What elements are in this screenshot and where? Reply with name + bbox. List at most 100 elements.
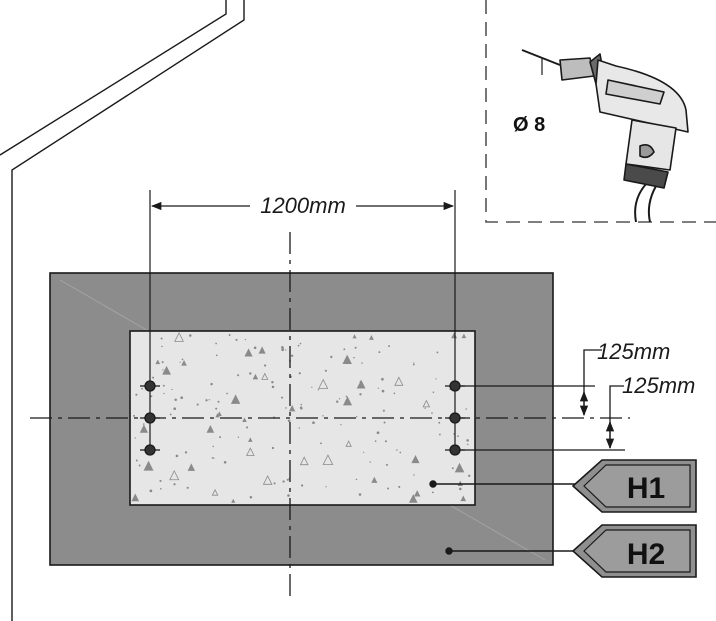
speckle-dot xyxy=(181,358,184,361)
speckle-dot xyxy=(290,354,294,358)
speckle-dot xyxy=(393,392,396,395)
speckle-triangle xyxy=(139,424,149,433)
speckle-dot xyxy=(438,421,441,424)
speckle-dot xyxy=(135,459,138,462)
speckle-dot xyxy=(286,478,289,481)
speckle-triangle xyxy=(288,405,296,412)
speckle-dot xyxy=(212,445,214,448)
speckle-dot xyxy=(338,398,341,400)
speckle-dot xyxy=(324,369,327,372)
speckle-dot xyxy=(335,400,339,403)
speckle-dot xyxy=(162,369,164,371)
speckle-triangle xyxy=(131,493,140,502)
drill-hole xyxy=(140,444,160,456)
speckle-dot xyxy=(388,345,391,348)
speckle-dot xyxy=(152,376,155,379)
speckle-triangle xyxy=(252,373,259,380)
speckle-dot xyxy=(135,393,138,396)
speckle-dot xyxy=(436,351,439,354)
drill-holes xyxy=(140,380,465,456)
speckle-dot xyxy=(162,384,165,387)
speckle-dot xyxy=(298,372,301,375)
speckle-dot xyxy=(435,378,437,380)
speckle-dot xyxy=(246,426,249,429)
speckle-dot xyxy=(159,479,162,482)
speckle-dot xyxy=(300,484,304,487)
speckle-triangle xyxy=(143,460,154,471)
speckle-dot xyxy=(175,454,179,458)
speckle-dot xyxy=(353,356,355,359)
drill-hole xyxy=(140,412,160,424)
speckle-dot xyxy=(271,446,275,450)
speckle-dot xyxy=(205,399,208,402)
speckle-dot xyxy=(142,423,145,425)
speckle-dot xyxy=(133,414,135,417)
speckle-triangle xyxy=(394,376,404,386)
speckle-dot xyxy=(215,342,217,345)
speckle-dot xyxy=(311,386,313,388)
speckle-dot xyxy=(253,346,257,350)
speckle-dot xyxy=(249,372,252,375)
speckle-dot xyxy=(413,362,415,364)
speckle-dot xyxy=(465,408,467,410)
speckle-dot xyxy=(466,439,469,442)
speckle-dot xyxy=(312,421,315,425)
speckle-triangle xyxy=(454,462,465,473)
speckle-dot xyxy=(161,361,164,364)
speckle-dot xyxy=(281,396,284,399)
speckle-dot xyxy=(171,388,173,391)
speckle-dot xyxy=(412,363,415,366)
drill-hole xyxy=(140,380,160,392)
speckle-dot xyxy=(228,334,231,336)
wall-outline xyxy=(0,0,245,621)
drill-hole xyxy=(445,380,465,392)
speckle-dot xyxy=(211,456,214,459)
speckle-dot xyxy=(369,461,371,463)
speckle-triangle xyxy=(318,378,329,389)
speckle-triangle xyxy=(371,476,378,483)
speckle-triangle xyxy=(215,412,220,418)
speckle-dot xyxy=(386,463,388,466)
speckle-dot xyxy=(468,474,471,477)
speckle-dot xyxy=(208,399,210,401)
speckle-dot xyxy=(376,431,380,435)
speckle-dot xyxy=(399,451,402,454)
speckle-triangle xyxy=(162,365,171,375)
speckle-dot xyxy=(287,419,291,423)
speckle-dot xyxy=(273,482,276,485)
drill-hole xyxy=(445,444,465,456)
speckle-dot xyxy=(431,491,434,494)
speckle-dot xyxy=(174,398,177,402)
speckle-triangle xyxy=(258,346,266,354)
speckle-dot xyxy=(184,451,188,454)
speckle-dot xyxy=(343,348,346,351)
speckle-dot xyxy=(169,413,172,416)
speckle-dot xyxy=(215,407,218,410)
speckle-triangle xyxy=(169,469,180,481)
speckle-dot xyxy=(282,480,285,483)
speckle-dot xyxy=(213,457,215,460)
speckle-dot xyxy=(271,385,275,389)
speckle-dot xyxy=(363,451,365,454)
speckle-dot xyxy=(432,391,435,394)
h1-label: H1 xyxy=(627,472,665,505)
speckle-dot xyxy=(322,415,324,417)
speckle-triangle xyxy=(244,348,253,357)
speckle-dot xyxy=(413,474,415,476)
speckle-dot xyxy=(163,392,165,395)
speckle-dot xyxy=(223,461,227,464)
speckle-triangle xyxy=(187,463,196,471)
speckle-dot xyxy=(424,407,426,409)
speckle-dot xyxy=(300,403,303,406)
center-lines xyxy=(30,232,630,600)
speckle-dot xyxy=(457,435,459,437)
speckle-dot xyxy=(210,382,213,386)
speckle-triangle xyxy=(322,454,334,465)
speckle-triangle xyxy=(261,372,269,380)
speckle-dot xyxy=(134,437,136,439)
speckle-dot xyxy=(325,486,327,488)
speckle-dot xyxy=(387,487,390,490)
speckle-dot xyxy=(249,495,253,499)
speckle-dot xyxy=(173,407,177,411)
